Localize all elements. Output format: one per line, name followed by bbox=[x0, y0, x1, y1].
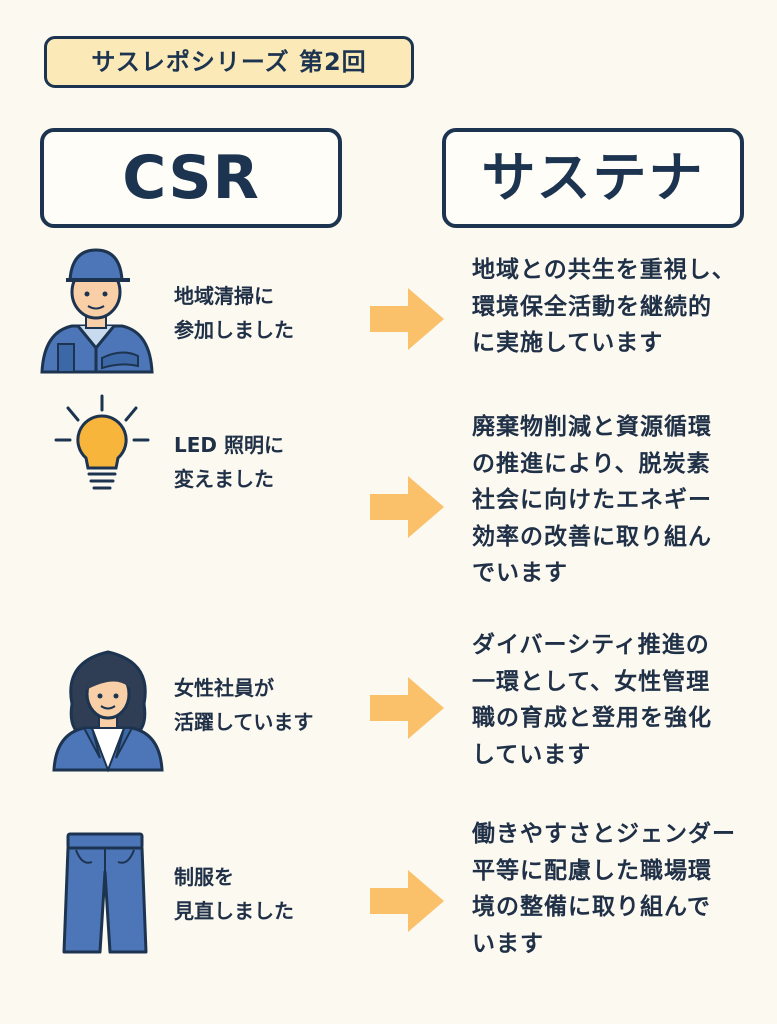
csr-text-4: 制服を 見直しました bbox=[174, 865, 294, 923]
worker-icon bbox=[40, 248, 154, 374]
arrow-right-icon bbox=[370, 288, 444, 350]
sustainability-header: サステナ bbox=[442, 128, 744, 228]
csr-header: CSR bbox=[40, 128, 342, 228]
csr-text-1: 地域清掃に 参加しました bbox=[174, 284, 294, 342]
arrow-right-icon bbox=[370, 476, 444, 538]
sustainability-text-4: 働きやすさとジェンダー 平等に配慮した職場環 境の整備に取り組んで います bbox=[472, 821, 736, 957]
uniform-pants-icon bbox=[62, 832, 148, 954]
sustainability-text-3: ダイバーシティ推進の 一環として、女性管理 職の育成と登用を強化 しています bbox=[472, 632, 712, 768]
arrow-right-icon bbox=[370, 870, 444, 932]
series-badge: サスレポシリーズ 第2回 bbox=[44, 36, 414, 88]
csr-text-3: 女性社員が 活躍しています bbox=[174, 676, 314, 734]
csr-text-2: LED 照明に 変えました bbox=[174, 433, 284, 491]
sustainability-text-1: 地域との共生を重視し、 環境保全活動を継続的 に実施しています bbox=[472, 257, 736, 356]
arrow-right-icon bbox=[370, 677, 444, 739]
lightbulb-icon bbox=[54, 394, 150, 490]
woman-employee-icon bbox=[52, 650, 164, 772]
sustainability-text-2: 廃棄物削減と資源循環 の推進により、脱炭素 社会に向けたエネギー 効率の改善に取… bbox=[472, 414, 712, 586]
